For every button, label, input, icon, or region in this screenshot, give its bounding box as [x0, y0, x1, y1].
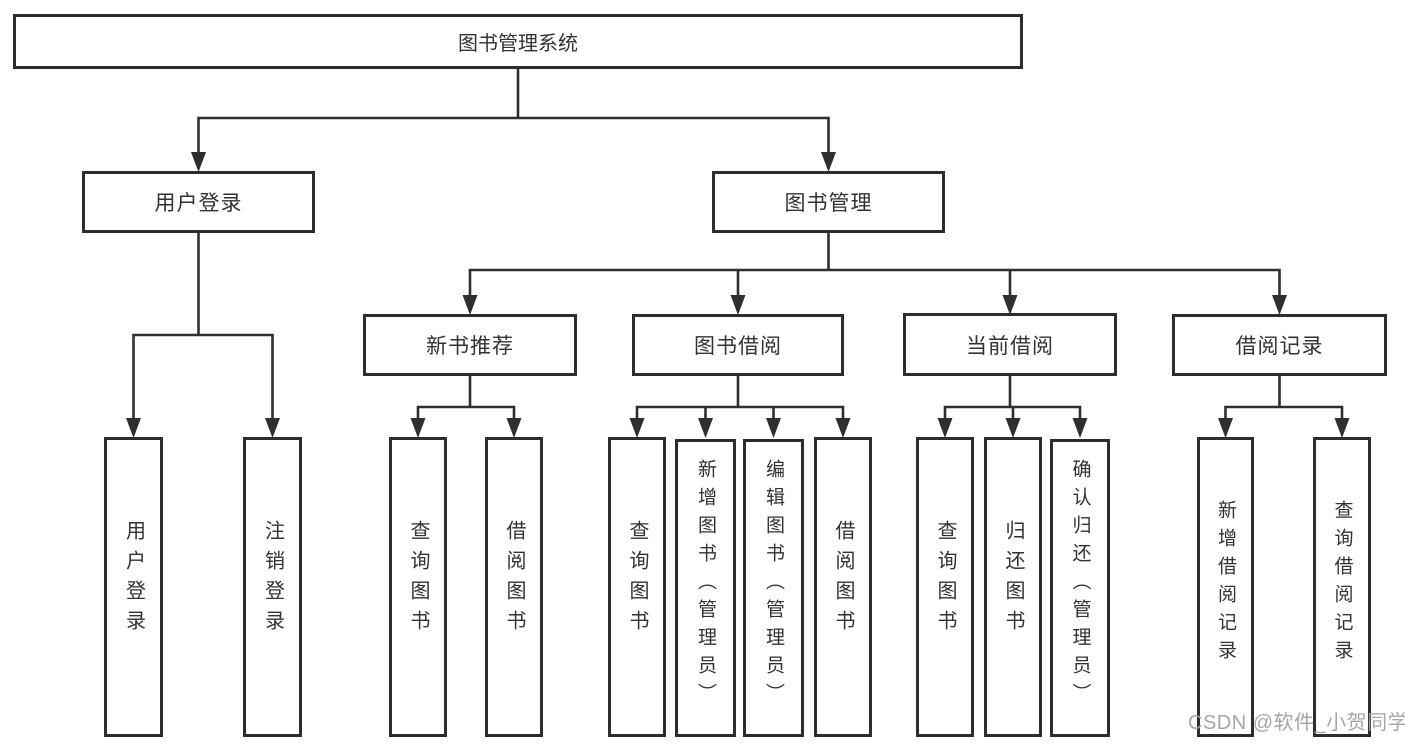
node-label: 确认归还（管理员） [1069, 459, 1091, 711]
edge-level2-rail [468, 268, 1281, 303]
node-label: 编辑图书（管理员） [763, 459, 784, 711]
node-label: 借阅图书 [832, 520, 854, 640]
arrowhead-search-books-3 [937, 418, 953, 438]
node-label: 图书借阅 [694, 335, 782, 358]
node-borrowing-records: 借阅记录 [1172, 314, 1387, 376]
arrowhead-search-borrow-record [1334, 418, 1350, 438]
leaf-search-books-recommend: 查询图书 [389, 437, 447, 737]
leaf-borrow-books-borrowing: 借阅图书 [814, 437, 872, 737]
leaf-add-book-admin: 新增图书（管理员） [675, 439, 736, 737]
arrowhead-user-login [191, 152, 206, 172]
edge-new-book-rail [416, 405, 516, 426]
node-label: 借阅记录 [1235, 335, 1324, 358]
edge-book-borrowing-rail [635, 405, 845, 426]
leaf-search-books-borrowing: 查询图书 [608, 437, 666, 737]
arrowhead-search-books-1 [410, 418, 426, 438]
node-label: 新书推荐 [426, 335, 514, 358]
node-label: 当前借阅 [966, 334, 1054, 358]
node-label: 新增借阅记录 [1215, 500, 1236, 668]
leaf-borrow-books-recommend: 借阅图书 [485, 437, 543, 737]
leaf-return-book: 归还图书 [984, 437, 1042, 737]
leaf-search-books-current: 查询图书 [916, 437, 974, 737]
node-label: 图书管理 [784, 192, 873, 215]
arrowhead-leaf-logout [265, 418, 280, 438]
arrowhead-current-borrowing [1002, 295, 1018, 315]
node-label: 新增图书（管理员） [695, 459, 716, 711]
leaf-user-login: 用户登录 [104, 437, 163, 737]
node-new-book-recommendation: 新书推荐 [363, 314, 577, 376]
node-label: 归还图书 [1002, 520, 1024, 640]
node-label: 查询图书 [626, 520, 648, 640]
arrowhead-book-borrowing [730, 295, 746, 315]
node-book-management: 图书管理 [712, 171, 945, 233]
node-label: 图书管理系统 [458, 33, 578, 55]
arrowhead-book-management [821, 152, 836, 172]
watermark: CSDN @软件_小贺同学 [1188, 712, 1405, 734]
leaf-add-borrow-record: 新增借阅记录 [1197, 437, 1254, 737]
arrowhead-return-book [1005, 418, 1021, 438]
arrowhead-new-book [462, 295, 478, 315]
arrowhead-edit-book [766, 418, 781, 438]
leaf-logout: 注销登录 [243, 437, 302, 737]
arrowhead-borrowing-records [1272, 295, 1287, 315]
arrowhead-borrow-books-1 [506, 418, 522, 438]
node-label: 用户登录 [154, 192, 243, 215]
edge-user-login-rail [132, 333, 274, 426]
leaf-confirm-return-admin: 确认归还（管理员） [1050, 439, 1110, 737]
arrowhead-confirm-return [1072, 418, 1088, 438]
node-label: 用户登录 [122, 520, 145, 640]
node-book-borrowing: 图书借阅 [632, 314, 844, 376]
arrowhead-add-book [698, 418, 713, 438]
node-library-system-root: 图书管理系统 [13, 14, 1023, 69]
arrowhead-add-borrow-record [1218, 418, 1233, 438]
edge-borrowing-records-rail [1224, 405, 1344, 426]
arrowhead-leaf-user-login [126, 418, 141, 438]
edge-level1-rail [197, 116, 830, 160]
node-label: 查询图书 [934, 520, 956, 640]
node-label: 查询图书 [407, 520, 429, 640]
node-user-login: 用户登录 [82, 171, 315, 233]
node-current-borrowing: 当前借阅 [903, 313, 1117, 376]
arrowhead-search-books-2 [629, 418, 645, 438]
leaf-edit-book-admin: 编辑图书（管理员） [743, 439, 804, 737]
arrowhead-borrow-books-2 [835, 418, 851, 438]
node-label: 查询借阅记录 [1331, 500, 1353, 668]
node-label: 注销登录 [261, 520, 284, 640]
node-label: 借阅图书 [503, 520, 525, 640]
leaf-search-borrow-record: 查询借阅记录 [1313, 437, 1371, 737]
